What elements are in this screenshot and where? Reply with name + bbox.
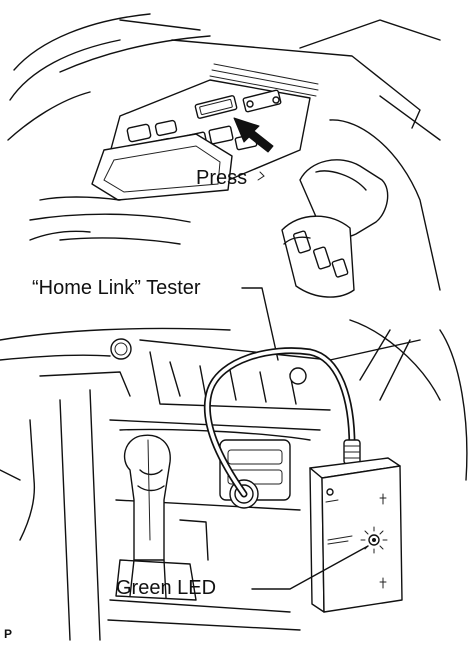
- tester-cable: [203, 347, 361, 498]
- homelink-tester-device: [309, 457, 403, 613]
- overhead-console-illustration: [7, 13, 441, 245]
- figure-code-label: P: [4, 627, 13, 641]
- tester-leader-line: [241, 287, 279, 361]
- green-led-indicator: [360, 526, 388, 554]
- press-arrow: [233, 117, 274, 153]
- led-leader-line: [251, 545, 369, 590]
- green-led-label: Green LED: [116, 577, 217, 599]
- remote-transmitter-illustration: [281, 95, 441, 298]
- homelink-tester-label: “Home Link” Tester: [32, 277, 201, 299]
- press-label: Press: [196, 167, 248, 189]
